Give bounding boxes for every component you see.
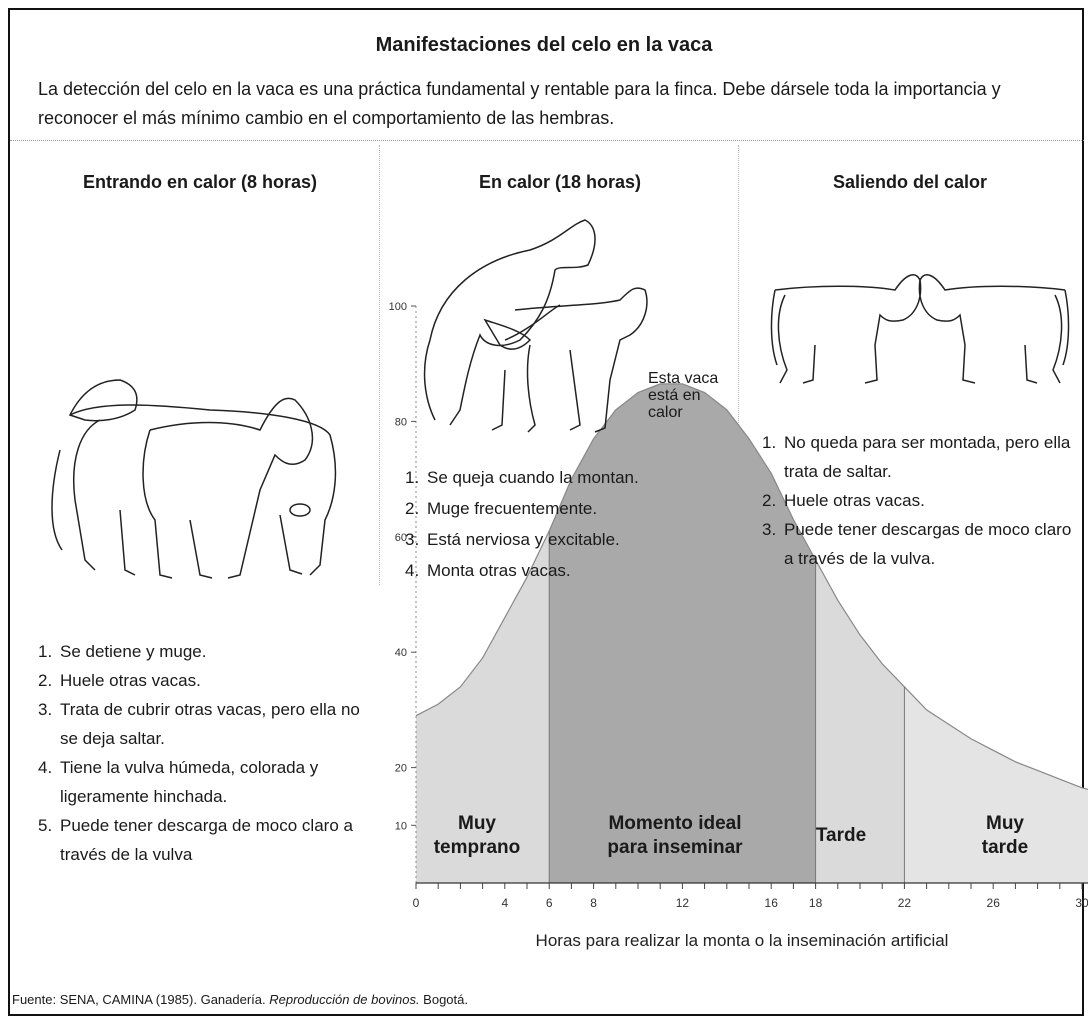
- list-item: 1.Se detiene y muge.: [38, 642, 207, 661]
- y-tick-label: 100: [389, 301, 407, 313]
- list-leaving: 1.No queda para ser montada, pero ella t…: [762, 428, 1074, 573]
- column-divider-1: [379, 145, 380, 585]
- chart-region-2: [815, 559, 905, 883]
- header-divider: [10, 140, 1084, 141]
- in-heat-note: Esta vaca está en calor: [648, 370, 719, 421]
- x-tick-label: 6: [546, 896, 553, 910]
- y-tick-label: 10: [395, 820, 407, 832]
- column-title-in-heat: En calor (18 horas): [478, 172, 642, 192]
- y-tick-label: 60: [395, 532, 407, 544]
- list-item: 3.Está nerviosa y excitable.: [405, 530, 620, 549]
- list-item: 2.Huele otras vacas.: [38, 671, 201, 690]
- intro-paragraph: La detección del celo en la vaca es una …: [38, 79, 1001, 128]
- cows-sniffing-illustration: [51, 379, 337, 579]
- x-tick-label: 4: [501, 896, 508, 910]
- x-tick-label: 30: [1075, 896, 1088, 910]
- list-item: 4.Monta otras vacas.: [405, 561, 571, 580]
- x-tick-label: 0: [413, 896, 420, 910]
- y-tick-label: 80: [395, 416, 407, 428]
- y-tick-label: 40: [395, 647, 407, 659]
- column-title-leaving: Saliendo del calor: [832, 172, 988, 192]
- list-entering: 1.Se detiene y muge. 2.Huele otras vacas…: [38, 637, 368, 869]
- x-tick-label: 8: [590, 896, 597, 910]
- x-axis-label: Horas para realizar la monta o la insemi…: [536, 931, 949, 950]
- list-item: 3.Trata de cubrir otras vacas, pero ella…: [38, 700, 360, 748]
- cows-facing-illustration: [770, 274, 1070, 384]
- list-item: 5.Puede tener descarga de moco claro a t…: [38, 816, 353, 864]
- source-citation: Fuente: SENA, CAMINA (1985). Ganadería. …: [12, 992, 468, 1007]
- list-item: 2.Muge frecuentemente.: [405, 499, 598, 518]
- chart-region-1: [549, 383, 816, 883]
- chart-curve: [415, 383, 1088, 790]
- list-item: 1.No queda para ser montada, pero ella t…: [762, 433, 1071, 481]
- chart-region-0: [416, 531, 550, 883]
- figure-title: Manifestaciones del celo en la vaca: [375, 34, 713, 56]
- list-in-heat: 1.Se queja cuando la montan. 2.Muge frec…: [405, 462, 725, 586]
- x-tick-label: 12: [676, 896, 690, 910]
- column-divider-2: [738, 145, 739, 585]
- figure-frame: [8, 8, 1084, 1016]
- list-item: 2.Huele otras vacas.: [762, 491, 925, 510]
- y-tick-label: 20: [395, 763, 407, 775]
- list-item: 3.Puede tener descargas de moco claro a …: [762, 520, 1072, 568]
- cow-mounting-illustration: [423, 219, 648, 433]
- list-item: 4.Tiene la vulva húmeda, colorada y lige…: [38, 758, 319, 806]
- x-tick-label: 22: [898, 896, 912, 910]
- column-title-entering: Entrando en calor (8 horas): [82, 172, 318, 192]
- list-item: 1.Se queja cuando la montan.: [405, 468, 639, 487]
- x-tick-label: 16: [765, 896, 779, 910]
- x-tick-label: 26: [987, 896, 1001, 910]
- chart-region-3: [904, 686, 1088, 883]
- x-tick-label: 18: [809, 896, 823, 910]
- phase-label-tarde: Tarde: [815, 825, 867, 846]
